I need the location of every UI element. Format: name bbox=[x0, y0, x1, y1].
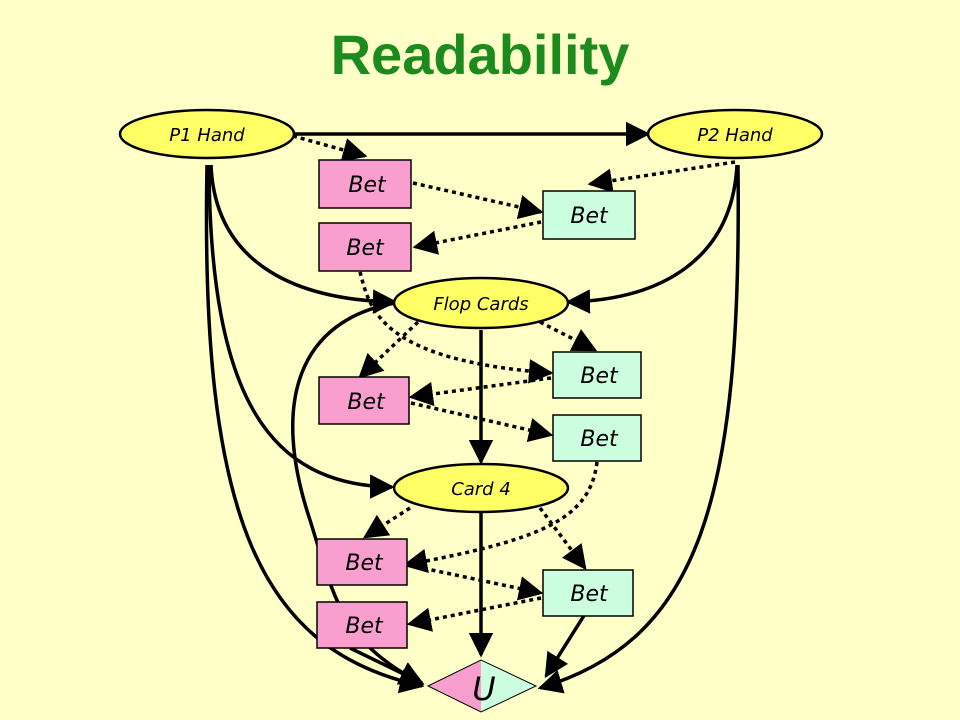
utility-label: U bbox=[472, 670, 495, 708]
p1-bet-node-2: Bet bbox=[318, 222, 412, 272]
edge-bet6-bet7 bbox=[402, 461, 599, 574]
chance-node-p1-hand: P1 Hand bbox=[118, 108, 296, 160]
edge-bet-utility-b bbox=[544, 613, 587, 679]
slide-title: Readability bbox=[330, 23, 630, 86]
edge-p1-card4 bbox=[207, 164, 395, 499]
p2-hand-label: P2 Hand bbox=[697, 125, 773, 146]
svg-text:Bet: Bet bbox=[580, 364, 619, 389]
edge-bet1-bet2 bbox=[412, 181, 544, 220]
edge-bet-utility-a bbox=[349, 646, 425, 685]
p1-bet-node-3: Bet bbox=[318, 376, 410, 425]
solid-edges bbox=[204, 121, 741, 694]
svg-text:Bet: Bet bbox=[346, 236, 385, 261]
svg-text:Bet: Bet bbox=[580, 427, 619, 452]
edge-p2-flop bbox=[565, 164, 739, 314]
edge-flop-bet4 bbox=[358, 320, 420, 379]
edge-p1-flop bbox=[209, 164, 398, 314]
edge-p1-bet1 bbox=[292, 134, 368, 162]
edge-bet2-bet3 bbox=[412, 220, 542, 255]
p1-bet-node-1: Bet bbox=[318, 159, 412, 209]
edge-p1-utility bbox=[204, 164, 425, 694]
dotted-edges bbox=[292, 134, 736, 632]
edge-bet8-bet9 bbox=[406, 596, 542, 632]
p2-bet-node-2: Bet bbox=[552, 351, 642, 399]
chance-node-p2-hand: P2 Hand bbox=[646, 108, 824, 160]
card4-label: Card 4 bbox=[451, 479, 511, 500]
chance-node-flop-cards: Flop Cards bbox=[392, 276, 570, 330]
p2-bet-node-4: Bet bbox=[542, 569, 634, 617]
edge-flop-bet5 bbox=[539, 320, 598, 352]
p1-bet-node-4: Bet bbox=[316, 538, 408, 586]
p1-hand-label: P1 Hand bbox=[169, 125, 245, 146]
svg-text:Bet: Bet bbox=[570, 582, 609, 607]
p2-bet-node-1: Bet bbox=[542, 190, 636, 240]
p1-bet-node-5: Bet bbox=[316, 601, 408, 649]
svg-text:Bet: Bet bbox=[570, 204, 609, 229]
svg-text:Bet: Bet bbox=[345, 614, 384, 639]
edge-p2-bet2 bbox=[587, 160, 736, 193]
svg-text:Bet: Bet bbox=[347, 390, 386, 415]
flop-cards-label: Flop Cards bbox=[433, 294, 528, 315]
svg-text:Bet: Bet bbox=[345, 551, 384, 576]
edge-p2-utility bbox=[537, 164, 741, 694]
edge-card4-bet7 bbox=[362, 506, 411, 539]
edge-bet7-bet8 bbox=[407, 563, 544, 601]
edge-bet3-bet5 bbox=[358, 271, 554, 384]
p2-bet-node-3: Bet bbox=[552, 414, 642, 462]
chance-node-card4: Card 4 bbox=[392, 462, 570, 514]
utility-node: U bbox=[426, 659, 538, 713]
svg-text:Bet: Bet bbox=[348, 173, 387, 198]
